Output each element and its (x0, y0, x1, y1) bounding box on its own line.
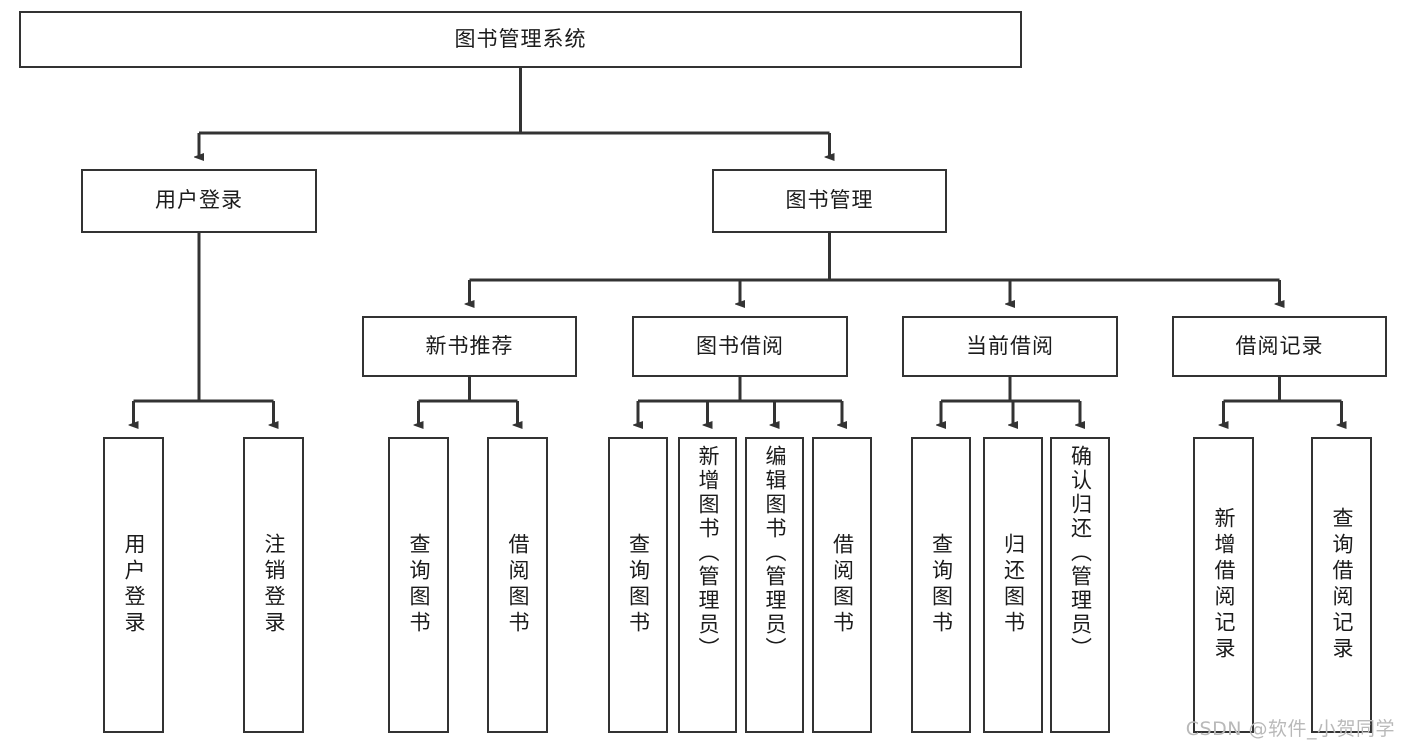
node-book-borrow[interactable]: 图书借阅 (632, 316, 848, 377)
node-borrow-record[interactable]: 借阅记录 (1172, 316, 1387, 377)
node-leaf-user-login[interactable]: 用户登录 (103, 437, 164, 733)
node-new-book-recommend[interactable]: 新书推荐 (362, 316, 577, 377)
node-label: 图书管理系统 (454, 26, 587, 51)
node-label: 查询图书 (929, 533, 954, 637)
node-label: 查询借阅记录 (1330, 507, 1354, 663)
node-root[interactable]: 图书管理系统 (19, 11, 1022, 68)
node-leaf-query-borrow-record[interactable]: 查询借阅记录 (1311, 437, 1372, 733)
node-leaf-query-book-cur[interactable]: 查询图书 (911, 437, 971, 733)
node-leaf-query-book-rec[interactable]: 查询图书 (388, 437, 449, 733)
node-leaf-borrow-book[interactable]: 借阅图书 (812, 437, 872, 733)
node-label: 图书管理 (785, 188, 874, 213)
node-label: 确认归还（管理员） (1068, 445, 1093, 661)
node-user-login[interactable]: 用户登录 (81, 169, 317, 233)
node-label: 新书推荐 (425, 333, 514, 358)
node-leaf-borrow-book-rec[interactable]: 借阅图书 (487, 437, 548, 733)
node-label: 当前借阅 (966, 333, 1054, 358)
node-label: 编辑图书（管理员） (763, 445, 787, 661)
node-label: 查询图书 (407, 533, 431, 637)
node-label: 借阅记录 (1235, 333, 1324, 358)
node-leaf-query-book-borrow[interactable]: 查询图书 (608, 437, 668, 733)
node-label: 用户登录 (155, 188, 243, 213)
node-label: 新增借阅记录 (1212, 507, 1236, 663)
node-label: 图书借阅 (696, 333, 784, 358)
node-leaf-confirm-return-admin[interactable]: 确认归还（管理员） (1050, 437, 1110, 733)
node-label: 借阅图书 (830, 533, 855, 637)
node-label: 新增图书（管理员） (696, 445, 720, 661)
node-book-manage[interactable]: 图书管理 (712, 169, 947, 233)
edge-group (134, 68, 1342, 425)
node-label: 用户登录 (122, 533, 146, 637)
node-current-borrow[interactable]: 当前借阅 (902, 316, 1118, 377)
node-leaf-add-book-admin[interactable]: 新增图书（管理员） (678, 437, 737, 733)
node-leaf-add-borrow-record[interactable]: 新增借阅记录 (1193, 437, 1254, 733)
node-leaf-edit-book-admin[interactable]: 编辑图书（管理员） (745, 437, 804, 733)
node-label: 注销登录 (262, 533, 286, 637)
node-label: 查询图书 (626, 533, 651, 637)
node-leaf-user-logout[interactable]: 注销登录 (243, 437, 304, 733)
node-label: 借阅图书 (506, 533, 530, 637)
node-leaf-return-book[interactable]: 归还图书 (983, 437, 1043, 733)
node-label: 归还图书 (1001, 533, 1026, 637)
